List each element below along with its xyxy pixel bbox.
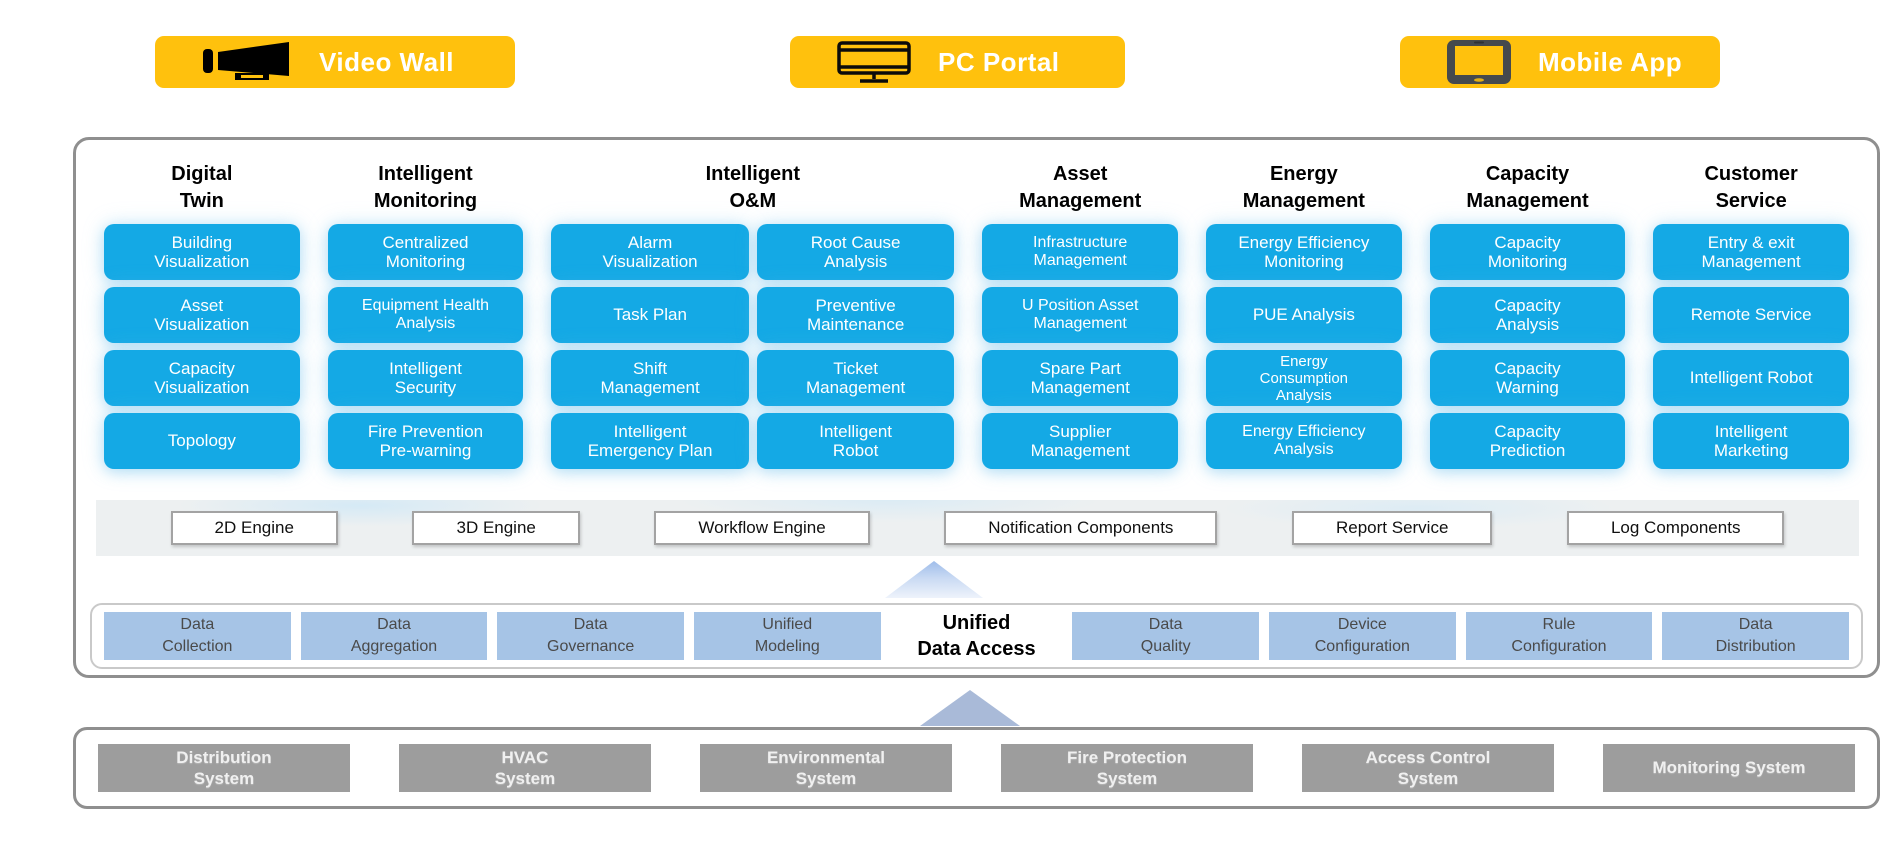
column-title: Customer Service: [1704, 163, 1798, 212]
module-box: Intelligent Marketing: [1653, 413, 1849, 469]
data-box: Device Configuration: [1269, 612, 1456, 660]
system-box: Monitoring System: [1603, 744, 1855, 792]
up-arrow-small-icon: [885, 561, 983, 598]
column-intelligent-monitoring: Intelligent Monitoring Centralized Monit…: [327, 160, 524, 469]
column-digital-twin: Digital Twin Building Visualization Asse…: [104, 160, 300, 469]
system-box: Environmental System: [700, 744, 952, 792]
module-box: Alarm Visualization: [551, 224, 749, 280]
column-energy-management: Energy Management Energy Efficiency Moni…: [1206, 160, 1402, 469]
module-box: Intelligent Robot: [756, 413, 955, 469]
column-intelligent-om: Intelligent O&M Alarm Visualization Task…: [551, 160, 955, 469]
module-box: PUE Analysis: [1206, 287, 1402, 343]
portal-label: PC Portal: [938, 46, 1060, 77]
module-grid: Digital Twin Building Visualization Asse…: [104, 160, 1849, 469]
column-asset-management: Asset Management Infrastructure Manageme…: [982, 160, 1179, 469]
module-box: Root Cause Analysis: [756, 224, 955, 280]
monitor-icon: [836, 40, 912, 84]
module-box: Topology: [104, 413, 300, 469]
data-box: Data Collection: [104, 612, 291, 660]
module-box: Preventive Maintenance: [756, 287, 955, 343]
module-box: Intelligent Security: [327, 350, 524, 406]
module-box: Supplier Management: [982, 413, 1179, 469]
systems-panel: Distribution System HVAC System Environm…: [73, 727, 1880, 809]
engine-box: Report Service: [1291, 511, 1493, 545]
portal-label: Video Wall: [319, 46, 455, 77]
module-box: Asset Visualization: [104, 287, 300, 343]
data-box: Data Aggregation: [300, 612, 488, 660]
projector-icon: [201, 40, 293, 84]
portal-badge-pc-portal: PC Portal: [790, 36, 1125, 88]
data-box: Unified Modeling: [693, 612, 881, 660]
system-box: Access Control System: [1302, 744, 1554, 792]
column-capacity-management: Capacity Management Capacity Monitoring …: [1429, 160, 1626, 469]
portal-badge-mobile-app: Mobile App: [1400, 36, 1720, 88]
data-box: Data Governance: [497, 612, 684, 660]
portal-badge-video-wall: Video Wall: [155, 36, 515, 88]
module-box: Capacity Analysis: [1429, 287, 1626, 343]
data-box: Data Distribution: [1662, 612, 1849, 660]
module-box: Infrastructure Management: [982, 224, 1179, 280]
column-title: Intelligent Monitoring: [373, 163, 478, 212]
up-arrow-large-icon: [920, 690, 1020, 726]
column-title: Digital Twin: [171, 163, 233, 212]
engine-bar: 2D Engine 3D Engine Workflow Engine Noti…: [96, 500, 1859, 556]
engine-box: 3D Engine: [412, 511, 580, 545]
portal-label: Mobile App: [1538, 46, 1683, 77]
column-customer-service: Customer Service Entry & exit Management…: [1653, 160, 1849, 469]
tablet-icon: [1446, 39, 1512, 85]
module-box: Fire Prevention Pre-warning: [327, 413, 524, 469]
module-box: Capacity Warning: [1429, 350, 1626, 406]
module-box: Centralized Monitoring: [327, 224, 524, 280]
module-box: Energy Efficiency Analysis: [1206, 413, 1402, 469]
module-box: Capacity Prediction: [1429, 413, 1626, 469]
module-box: Energy Consumption Analysis: [1206, 350, 1402, 406]
column-title: Asset Management: [1019, 163, 1142, 212]
unified-data-access-label: Unified Data Access: [917, 612, 1036, 660]
data-box: Rule Configuration: [1465, 612, 1653, 660]
data-access-bar: Data Collection Data Aggregation Data Go…: [90, 603, 1863, 669]
engine-box: Notification Components: [944, 511, 1218, 545]
module-box: Intelligent Emergency Plan: [551, 413, 749, 469]
system-box: Fire Protection System: [1001, 744, 1253, 792]
module-box: Remote Service: [1653, 287, 1849, 343]
module-box: Ticket Management: [756, 350, 955, 406]
module-box: Capacity Monitoring: [1429, 224, 1626, 280]
module-box: Task Plan: [551, 287, 749, 343]
module-box: U Position Asset Management: [982, 287, 1179, 343]
engine-box: Log Components: [1566, 511, 1785, 545]
column-title: Energy Management: [1242, 163, 1365, 212]
application-panel: Digital Twin Building Visualization Asse…: [73, 137, 1880, 678]
module-box: Equipment Health Analysis: [327, 287, 524, 343]
module-box: Intelligent Robot: [1653, 350, 1849, 406]
module-box: Shift Management: [551, 350, 749, 406]
column-title: Capacity Management: [1466, 163, 1589, 212]
module-box: Energy Efficiency Monitoring: [1206, 224, 1402, 280]
engine-box: Workflow Engine: [654, 511, 870, 545]
system-box: Distribution System: [98, 744, 350, 792]
module-box: Capacity Visualization: [104, 350, 300, 406]
data-box: Data Quality: [1072, 612, 1259, 660]
column-title: Intelligent O&M: [705, 163, 801, 212]
engine-box: 2D Engine: [170, 511, 338, 545]
module-box: Entry & exit Management: [1653, 224, 1849, 280]
module-box: Spare Part Management: [982, 350, 1179, 406]
module-box: Building Visualization: [104, 224, 300, 280]
system-box: HVAC System: [399, 744, 651, 792]
